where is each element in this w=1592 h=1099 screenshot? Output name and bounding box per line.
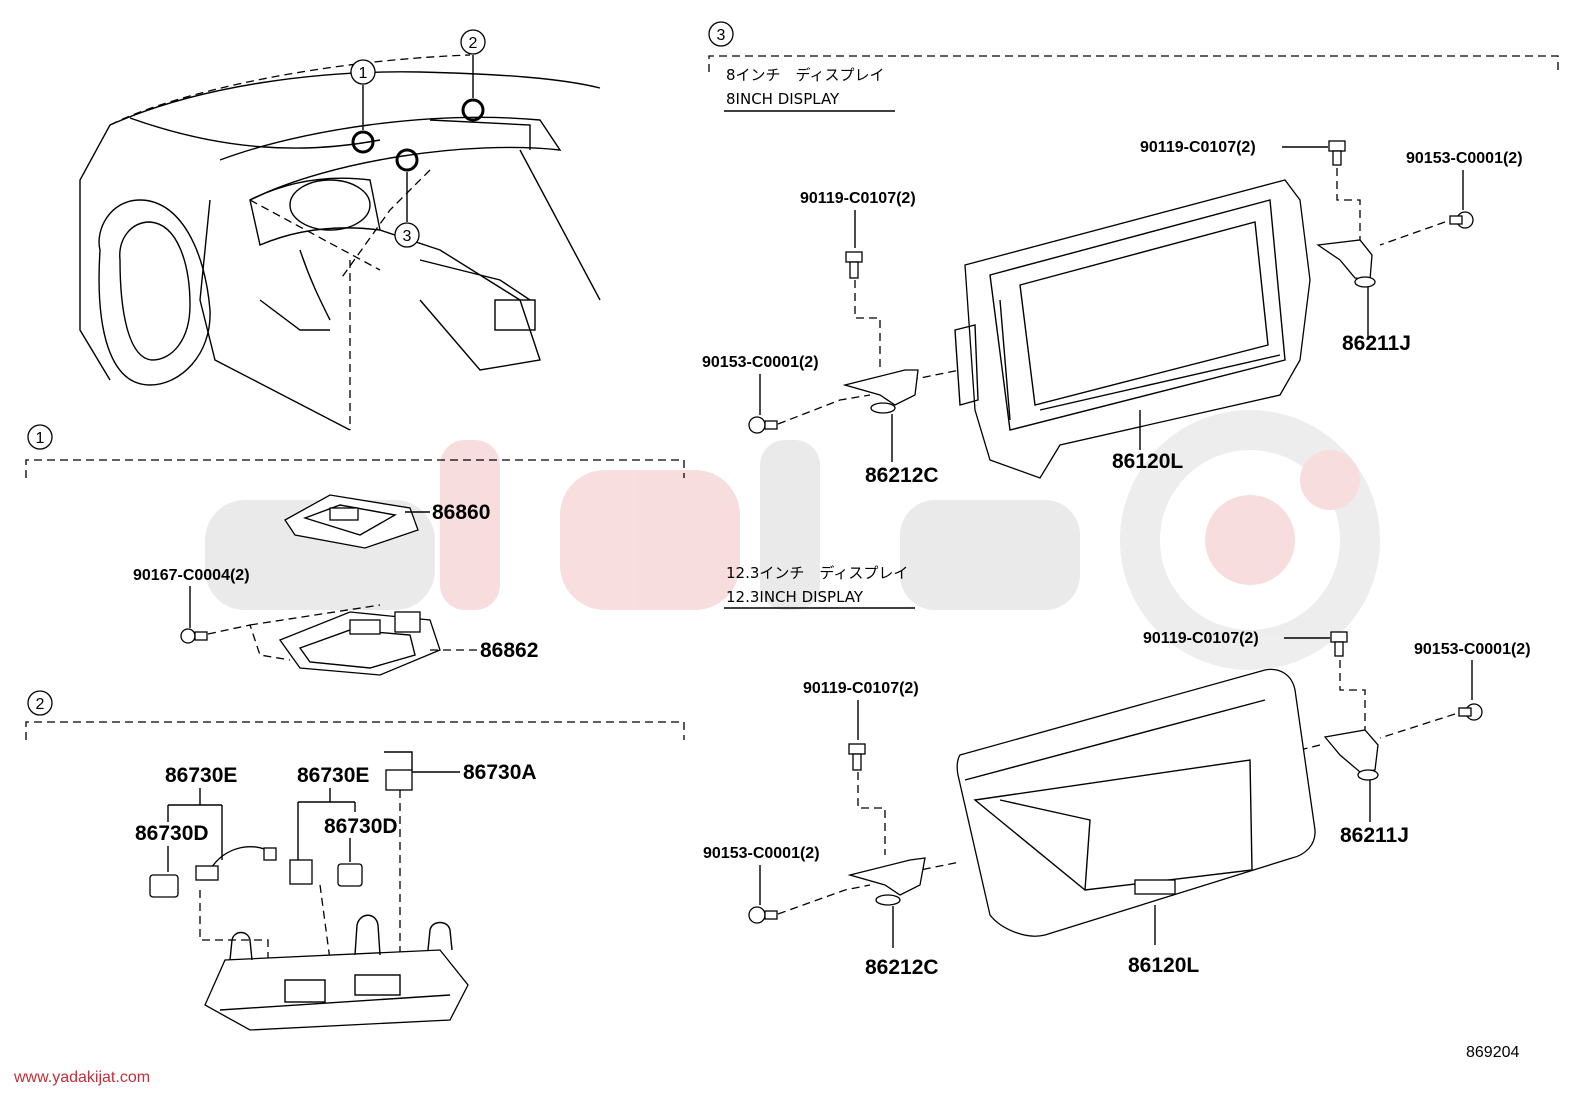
label-86730A: 86730A — [463, 761, 537, 784]
d8-label-bolt-left: 90119-C0107(2) — [800, 190, 916, 207]
display8-title-jp: 8インチ ディスプレイ — [726, 66, 885, 84]
section-2-number: 2 — [36, 696, 45, 713]
callout-1-top: 1 — [350, 59, 376, 85]
d12-display-unit — [956, 668, 1316, 937]
d8-bolt-left-icon — [845, 251, 863, 279]
svg-text:3: 3 — [403, 228, 412, 245]
display12-title-jp: 12.3インチ ディスプレイ — [726, 564, 908, 582]
d12-label-screw-right: 90153-C0001(2) — [1414, 641, 1531, 658]
label-86730E-left: 86730E — [165, 764, 237, 787]
d8-label-86212C: 86212C — [865, 464, 939, 487]
d12-label-86212C: 86212C — [865, 956, 939, 979]
d12-label-screw-left: 90153-C0001(2) — [703, 845, 820, 862]
d12-bolt-left-icon — [848, 743, 866, 771]
d8-display-unit — [954, 179, 1311, 479]
d8-bolt-right-icon — [1328, 140, 1346, 166]
part-86862-illustration — [278, 611, 441, 676]
section-3-number: 3 — [717, 27, 726, 44]
display12-title-en: 12.3INCH DISPLAY — [726, 588, 864, 606]
d8-label-bolt-right: 90119-C0107(2) — [1140, 139, 1256, 156]
watermark-logo — [205, 410, 1380, 670]
socket-86730A — [384, 751, 413, 791]
svg-text:1: 1 — [359, 65, 368, 82]
d8-label-screw-right: 90153-C0001(2) — [1406, 150, 1523, 167]
label-86730D-mid: 86730D — [324, 815, 398, 838]
wire-86730E-left — [195, 845, 277, 881]
callout-2-top: 2 — [460, 29, 486, 55]
d12-label-bolt-right: 90119-C0107(2) — [1143, 630, 1259, 647]
display8-title-en: 8INCH DISPLAY — [726, 90, 840, 108]
d8-screw-left-icon — [748, 416, 778, 434]
d8-bracket-86212C — [842, 369, 919, 414]
label-86730D-left: 86730D — [135, 822, 209, 845]
label-86860: 86860 — [432, 501, 490, 524]
bulb-86730D-left — [149, 874, 179, 898]
d12-label-86211J: 86211J — [1340, 824, 1409, 847]
section-1: 1 86860 90167-C0004(2) 86862 — [25, 424, 685, 676]
callout-3-top: 3 — [394, 222, 420, 248]
d12-screw-right-icon — [1458, 703, 1483, 721]
d12-bracket-86211J — [1323, 729, 1379, 781]
d12-bolt-right-icon — [1330, 631, 1348, 657]
figure-number: 869204 — [1466, 1044, 1519, 1061]
d12-bracket-86212C — [847, 857, 926, 906]
bulb-86730D-mid — [337, 863, 363, 887]
d12-label-bolt-left: 90119-C0107(2) — [803, 680, 919, 697]
label-86730E-mid: 86730E — [297, 764, 369, 787]
d12-label-86120L: 86120L — [1128, 954, 1199, 977]
section-1-number: 1 — [36, 430, 45, 447]
d12-screw-left-icon — [748, 906, 778, 924]
d8-screw-right-icon — [1449, 211, 1474, 229]
section-2: 2 86730E 86730D 86730E 86730D 86730A — [25, 690, 685, 1031]
d8-label-screw-left: 90153-C0001(2) — [702, 354, 819, 371]
screw-90167-icon — [180, 628, 208, 644]
section-3: 3 8インチ ディスプレイ 8INCH DISPLAY 90119-C0107(… — [702, 21, 1559, 979]
car-interior-illustration — [79, 54, 601, 431]
label-90167-C0004: 90167-C0004(2) — [133, 567, 250, 584]
d8-label-86120L: 86120L — [1112, 450, 1183, 473]
part-86860-illustration — [284, 494, 419, 549]
socket-86730E-mid — [289, 859, 313, 885]
d8-label-86211J: 86211J — [1342, 332, 1411, 355]
svg-text:2: 2 — [469, 35, 478, 52]
d8-bracket-86211J — [1316, 239, 1376, 288]
watermark-url: www.yadakijat.com — [13, 1069, 150, 1086]
map-lamp-housing — [204, 914, 469, 1031]
label-86862: 86862 — [480, 639, 538, 662]
